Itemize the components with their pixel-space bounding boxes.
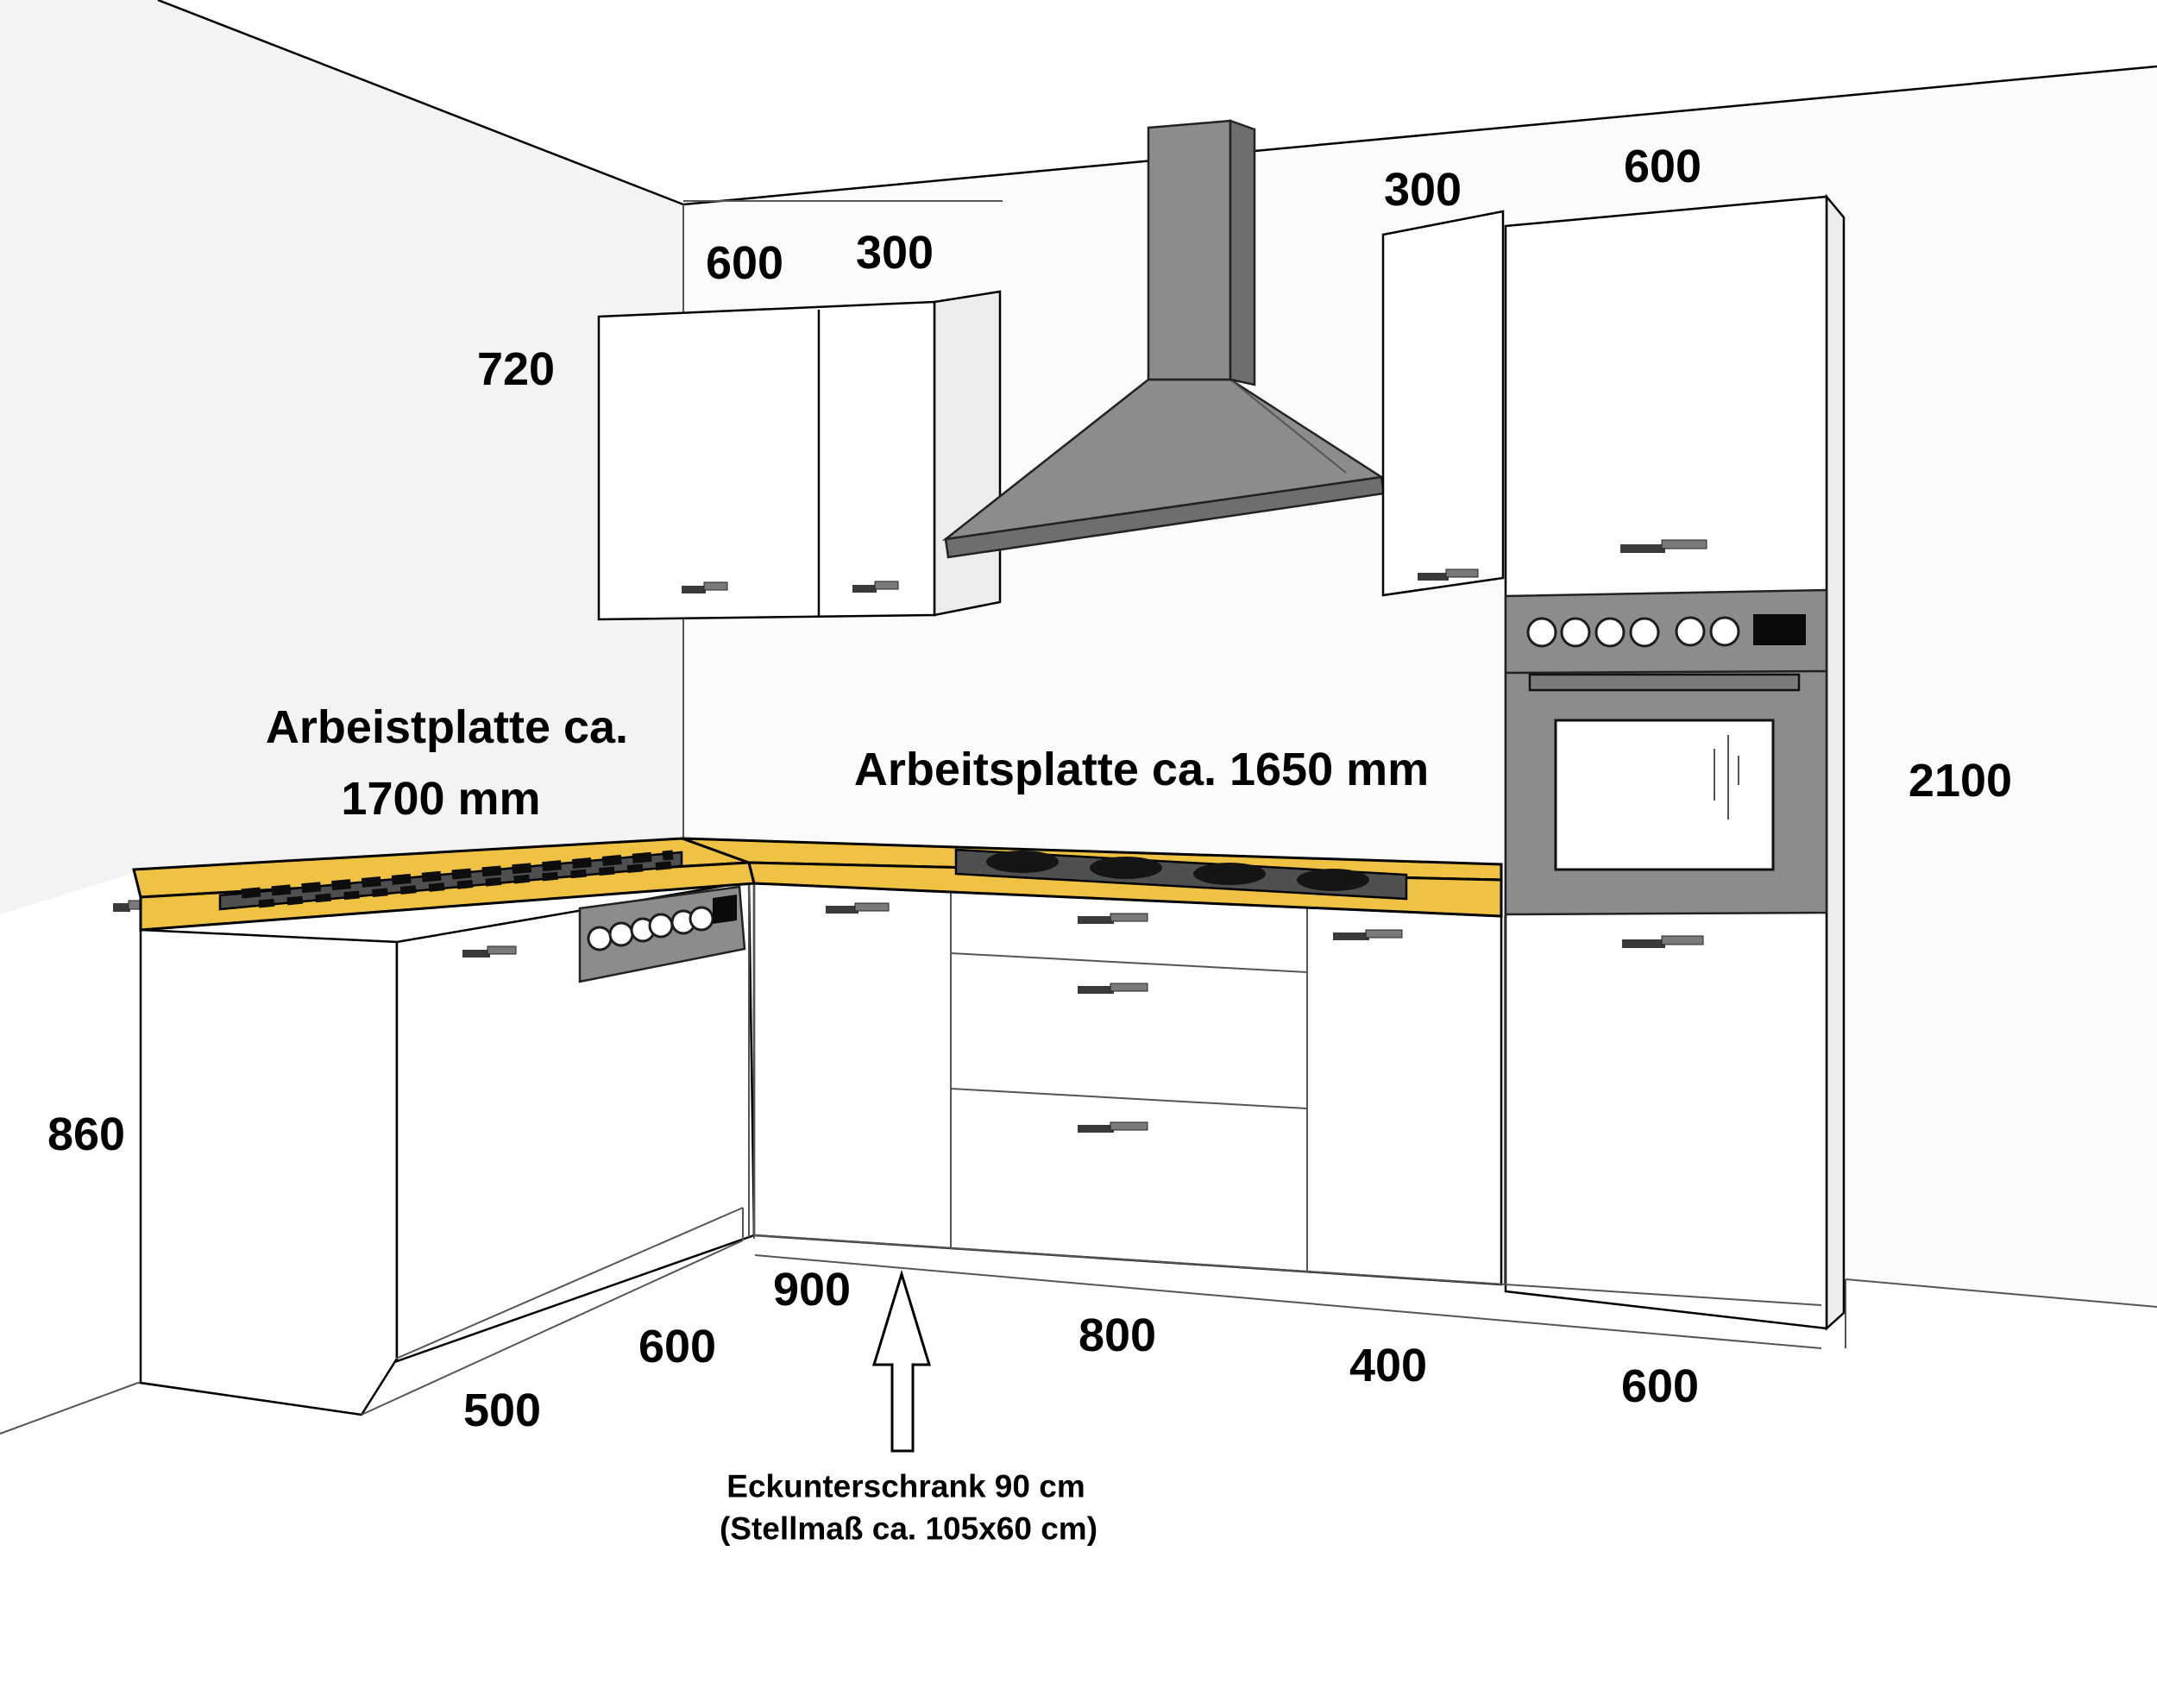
left-worktop-note-line1: Arbeistplatte ca.	[266, 701, 628, 753]
left-end-panel	[139, 928, 399, 1416]
dishwasher-display	[713, 895, 737, 924]
oven-knob-4	[1629, 617, 1660, 648]
dim-base-600-left: 600	[638, 1321, 716, 1372]
left-wall-cabinet-front	[597, 300, 936, 621]
hood-chimney-side	[1229, 119, 1256, 386]
tall-cabinet-lower-handle	[1622, 935, 1704, 948]
right-plinth-top	[754, 1234, 1822, 1306]
right-wall-cabinet-handle	[1418, 568, 1479, 581]
burner-1	[986, 851, 1059, 873]
dim-tall-width-600: 600	[1624, 141, 1701, 192]
dim-upper-left-300: 300	[856, 227, 934, 279]
oven-vent-slot	[1528, 673, 1801, 692]
floor-edge-right	[1845, 1278, 2157, 1308]
left-wall-cabinet	[597, 290, 1002, 621]
dim-base-400: 400	[1349, 1340, 1427, 1391]
dim-drawers-800: 800	[1078, 1309, 1156, 1361]
drawer-unit-800	[950, 913, 1308, 1133]
dimension-labels: 600 300 720 300 600 2100 860 500 600 900…	[47, 141, 2012, 1436]
right-run-front	[752, 882, 1503, 1286]
ceiling-edge-right	[682, 65, 2157, 206]
dim-base-500: 500	[463, 1385, 541, 1436]
hood-chimney-front	[1147, 119, 1232, 381]
base-run-right	[748, 880, 1822, 1349]
dishwasher-knob-6	[689, 906, 714, 932]
drawer-handle-3	[1078, 1121, 1148, 1133]
right-plinth-bottom	[754, 1254, 1822, 1349]
dishwasher-knob-4	[648, 913, 674, 939]
oven-display	[1753, 614, 1806, 645]
oven-knob-2	[1560, 617, 1591, 648]
corner-door-handle	[826, 902, 890, 914]
tall-cabinet-upper-handle	[1620, 539, 1707, 553]
dim-upper-left-height-720: 720	[477, 343, 555, 395]
left-plinth-bottom	[361, 1240, 744, 1416]
drawer-handle-1	[1078, 913, 1148, 924]
oven-knob-1	[1526, 617, 1557, 648]
oven-door-window	[1554, 719, 1775, 871]
left-wall-cabinet-handle-2	[852, 581, 899, 593]
dishwasher-knob-2	[608, 921, 634, 947]
base-run-left	[113, 880, 756, 1416]
oven-knob-6	[1709, 616, 1740, 647]
tall-oven-cabinet	[1504, 193, 1846, 1331]
left-cooktop-grate-2	[258, 860, 679, 908]
left-cooktop	[218, 850, 683, 911]
dishwasher-unit	[462, 885, 746, 983]
left-worktop-note-line2: 1700 mm	[341, 773, 540, 825]
right-worktop-note: Arbeitsplatte ca. 1650 mm	[854, 744, 1429, 795]
burner-3	[1193, 863, 1266, 885]
left-wall	[0, 0, 683, 914]
left-wall-cabinet-side	[933, 290, 1002, 617]
left-cooktop-grate-1	[241, 850, 674, 899]
text-notes: Arbeistplatte ca. 1700 mm Arbeitsplatte …	[266, 701, 1429, 1547]
right-wall-cabinet-300	[1381, 210, 1505, 597]
dim-tall-height-2100: 2100	[1909, 755, 2012, 807]
corner-note-line2: (Stellmaß ca. 105x60 cm)	[720, 1511, 1097, 1547]
dim-upper-right-300: 300	[1384, 164, 1462, 216]
floor-edge-left	[0, 1382, 139, 1435]
drawer-handle-2	[1078, 983, 1148, 994]
drawer-divider-2	[950, 1088, 1308, 1109]
dishwasher-knob-1	[587, 926, 613, 951]
oven-knob-3	[1594, 617, 1626, 648]
ceiling-edge-left	[157, 0, 684, 206]
burner-4	[1297, 869, 1369, 891]
left-plinth-top	[395, 1207, 744, 1359]
range-hood	[941, 119, 1386, 559]
dishwasher-door-handle	[462, 945, 517, 958]
drawer-divider-1	[950, 952, 1308, 973]
hood-fold-line	[1229, 379, 1347, 474]
corner-unit-arrow	[871, 1269, 932, 1453]
tall-cabinet-side	[1825, 193, 1846, 1331]
left-wall-cabinet-handle-1	[682, 581, 728, 593]
door-400-handle	[1333, 929, 1403, 940]
dim-corner-900: 900	[773, 1264, 851, 1316]
right-cooktop	[954, 848, 1408, 901]
dim-base-height-860: 860	[47, 1108, 125, 1160]
dim-upper-left-600: 600	[706, 237, 783, 289]
built-in-oven	[1504, 588, 1828, 916]
dim-base-600-right: 600	[1621, 1360, 1699, 1412]
burner-2	[1090, 857, 1162, 879]
right-wall-cabinet-front	[1381, 210, 1505, 597]
oven-knob-5	[1675, 616, 1706, 647]
corner-note-line1: Eckunterschrank 90 cm	[726, 1469, 1085, 1504]
